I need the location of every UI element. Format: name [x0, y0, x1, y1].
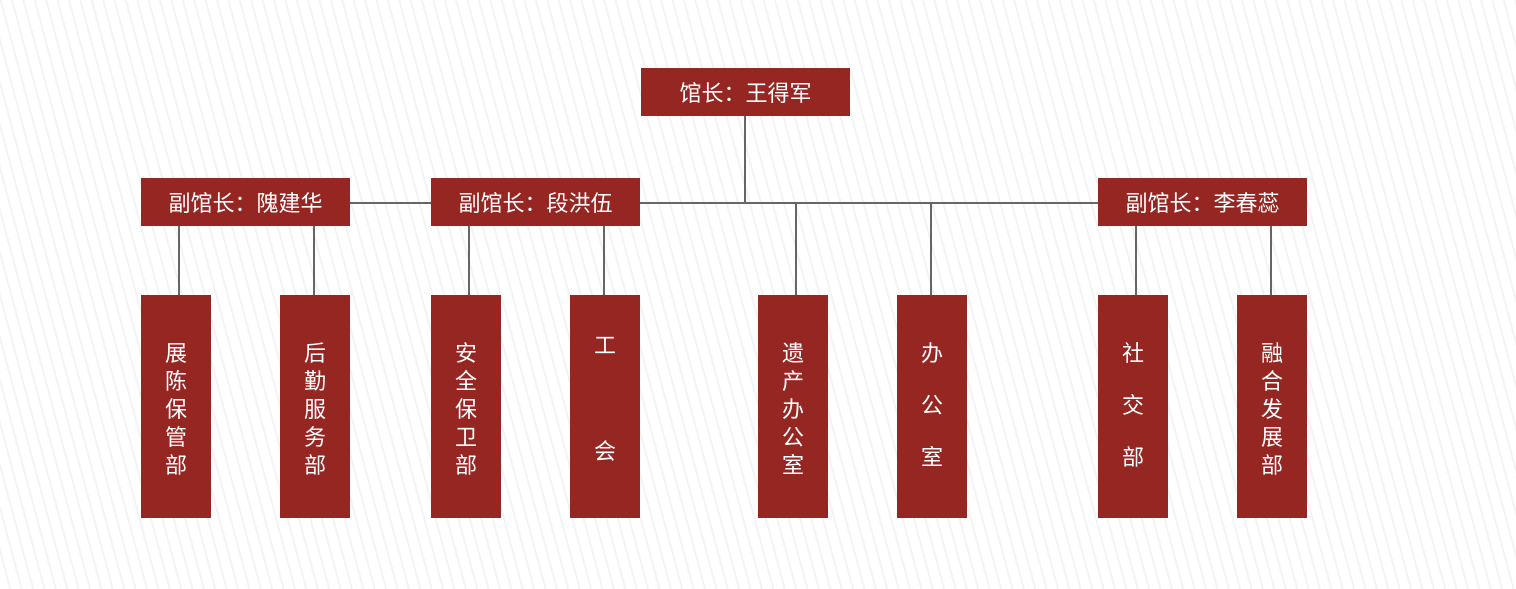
department-label-char: 融 [1260, 342, 1283, 367]
department-label-char: 勤 [303, 370, 326, 395]
department-label-char: 室 [920, 446, 943, 471]
department-label-char: 展 [164, 342, 187, 367]
department-label-char: 社 [1121, 342, 1144, 367]
connector [350, 202, 1098, 204]
department-label-char: 部 [164, 454, 187, 479]
department-box: 后勤服务部 [280, 295, 350, 518]
department-label-char: 务 [303, 426, 326, 451]
connector [930, 203, 932, 295]
connector [313, 226, 315, 295]
department-label-char: 后 [303, 342, 326, 367]
deputy-box: 副馆长：隗建华 [141, 178, 350, 226]
department-label-char: 部 [1260, 454, 1283, 479]
department-box: 办公室 [897, 295, 967, 518]
department-label-char: 展 [1260, 426, 1283, 451]
department-label-char: 卫 [454, 426, 477, 451]
department-label-char: 办 [920, 342, 943, 367]
connector [744, 116, 746, 204]
department-box: 工会 [570, 295, 640, 518]
department-label-char: 部 [1121, 446, 1144, 471]
connector [1270, 226, 1272, 295]
department-label-char: 办 [781, 398, 804, 423]
department-label-char: 产 [781, 370, 804, 395]
department-label-char: 公 [920, 394, 943, 419]
department-label-char: 陈 [164, 370, 187, 395]
department-label-char: 发 [1260, 398, 1283, 423]
department-label-char: 安 [454, 342, 477, 367]
deputy-box: 副馆长：段洪伍 [431, 178, 640, 226]
department-box: 展陈保管部 [141, 295, 211, 518]
connector [603, 226, 605, 295]
department-label-char: 保 [454, 398, 477, 423]
department-label-char: 室 [781, 454, 804, 479]
department-label-char: 交 [1121, 394, 1144, 419]
connector [468, 226, 470, 295]
department-label-char: 管 [164, 426, 187, 451]
department-label-char: 工 [593, 334, 616, 359]
department-label-char: 服 [303, 398, 326, 423]
connector [795, 203, 797, 295]
director-box: 馆长：王得军 [641, 68, 850, 116]
department-box: 社交部 [1098, 295, 1168, 518]
department-label-char: 部 [454, 454, 477, 479]
department-label-char: 会 [593, 440, 616, 465]
deputy-box: 副馆长：李春蕊 [1098, 178, 1307, 226]
department-box: 安全保卫部 [431, 295, 501, 518]
department-box: 融合发展部 [1237, 295, 1307, 518]
department-label-char: 合 [1260, 370, 1283, 395]
department-label-char: 公 [781, 426, 804, 451]
department-label-char: 部 [303, 454, 326, 479]
department-label-char: 遗 [781, 342, 804, 367]
department-label-char: 全 [454, 370, 477, 395]
department-box: 遗产办公室 [758, 295, 828, 518]
connector [178, 226, 180, 295]
department-label-char: 保 [164, 398, 187, 423]
connector [1135, 226, 1137, 295]
